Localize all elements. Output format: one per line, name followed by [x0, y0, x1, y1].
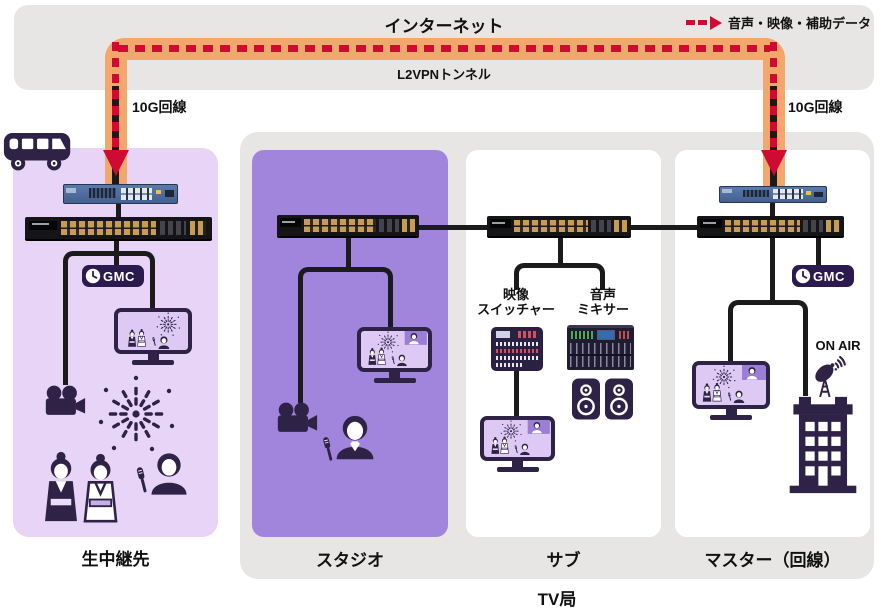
internet-title: インターネット	[384, 17, 504, 36]
screen-content	[128, 312, 181, 350]
screen-content	[491, 420, 550, 456]
link-router-switch-remote	[116, 200, 121, 220]
router-remote	[63, 184, 178, 204]
link-switch-gmc-master	[816, 238, 821, 267]
legend-arrow-icon	[710, 15, 722, 30]
legend-dash-icon	[686, 20, 695, 25]
network-switch-remote	[25, 217, 212, 241]
down-arrow-icon-left	[103, 150, 129, 176]
kimono-person-icon	[82, 452, 119, 523]
link-switch-audiomixer	[558, 263, 605, 290]
data-flow-dashed-right	[770, 42, 777, 150]
speaker-icon	[605, 378, 633, 420]
link-studio-sub	[418, 225, 488, 230]
link-switch-stem-studio	[346, 238, 351, 272]
link-router-switch-master	[770, 201, 775, 218]
screen-content	[368, 331, 427, 367]
microphone-icon	[320, 436, 335, 464]
announcer-icon	[334, 410, 376, 463]
monitor-remote	[114, 308, 192, 365]
fireworks-icon	[96, 374, 176, 454]
link-switch-camera-studio	[298, 267, 348, 403]
satellite-dish-icon	[812, 354, 852, 400]
link-switch-stem-master	[770, 238, 775, 304]
speaker-icon	[572, 378, 600, 420]
gmc-label: GMC	[813, 268, 845, 284]
legend-label: 音声・映像・補助データ	[728, 16, 872, 31]
link-switch-monitor-master	[728, 300, 775, 362]
reporter-icon	[149, 448, 189, 498]
clock-icon	[795, 268, 811, 284]
link-switch-stem-sub	[558, 238, 563, 268]
down-arrow-icon-right	[761, 150, 787, 176]
network-switch-sub	[487, 216, 631, 238]
panel-label-tv-station: TV局	[537, 590, 577, 609]
audio-mixer-label: 音声 ミキサー	[576, 287, 629, 318]
audio-mixer	[567, 325, 634, 370]
link-switcher-monitor-sub	[514, 369, 519, 418]
kimono-person-icon	[42, 450, 80, 523]
link-switch-building-master	[770, 300, 808, 396]
panel-label-studio: スタジオ	[316, 551, 384, 570]
gmc-label: GMC	[103, 268, 135, 284]
data-flow-dashed-left	[112, 42, 119, 150]
video-switcher-label: 映像 スイッチャー	[477, 287, 555, 318]
broadcast-building-icon	[786, 394, 860, 496]
panel-label-live-remote: 生中継先	[81, 550, 150, 569]
router-master	[719, 186, 827, 203]
l2vpn-tunnel-shape	[105, 38, 785, 198]
video-camera-icon	[276, 401, 318, 439]
data-flow-dashed-horizontal	[118, 45, 770, 52]
network-switch-studio	[277, 215, 419, 238]
gmc-badge-master: GMC	[792, 265, 854, 287]
on-air-label: ON AIR	[815, 338, 861, 353]
video-camera-icon	[44, 384, 86, 422]
video-switcher	[491, 327, 543, 371]
link-sub-master	[630, 225, 698, 230]
network-switch-master	[697, 216, 844, 238]
microphone-icon	[133, 466, 150, 496]
monitor-sub	[480, 416, 555, 472]
clock-icon	[85, 268, 101, 284]
bus-icon	[2, 129, 74, 173]
monitor-studio	[357, 327, 432, 383]
link-switch-monitor-studio	[348, 267, 393, 329]
gmc-badge-remote: GMC	[82, 265, 144, 287]
monitor-master	[692, 361, 770, 420]
line-10g-label-left: 10G回線	[132, 99, 187, 115]
link-switch-videoswitcher	[514, 263, 561, 290]
line-10g-label-right: 10G回線	[788, 99, 843, 115]
panel-label-sub: サブ	[546, 551, 581, 570]
legend: 音声・映像・補助データ	[686, 13, 871, 32]
l2vpn-tunnel-label: L2VPNトンネル	[397, 67, 491, 82]
screen-content	[702, 365, 766, 403]
link-switch-monitor-remote	[116, 251, 155, 311]
legend-dash-icon	[698, 20, 707, 25]
link-switch-camera-remote	[63, 251, 116, 385]
panel-label-master: マスター（回線）	[704, 551, 841, 570]
